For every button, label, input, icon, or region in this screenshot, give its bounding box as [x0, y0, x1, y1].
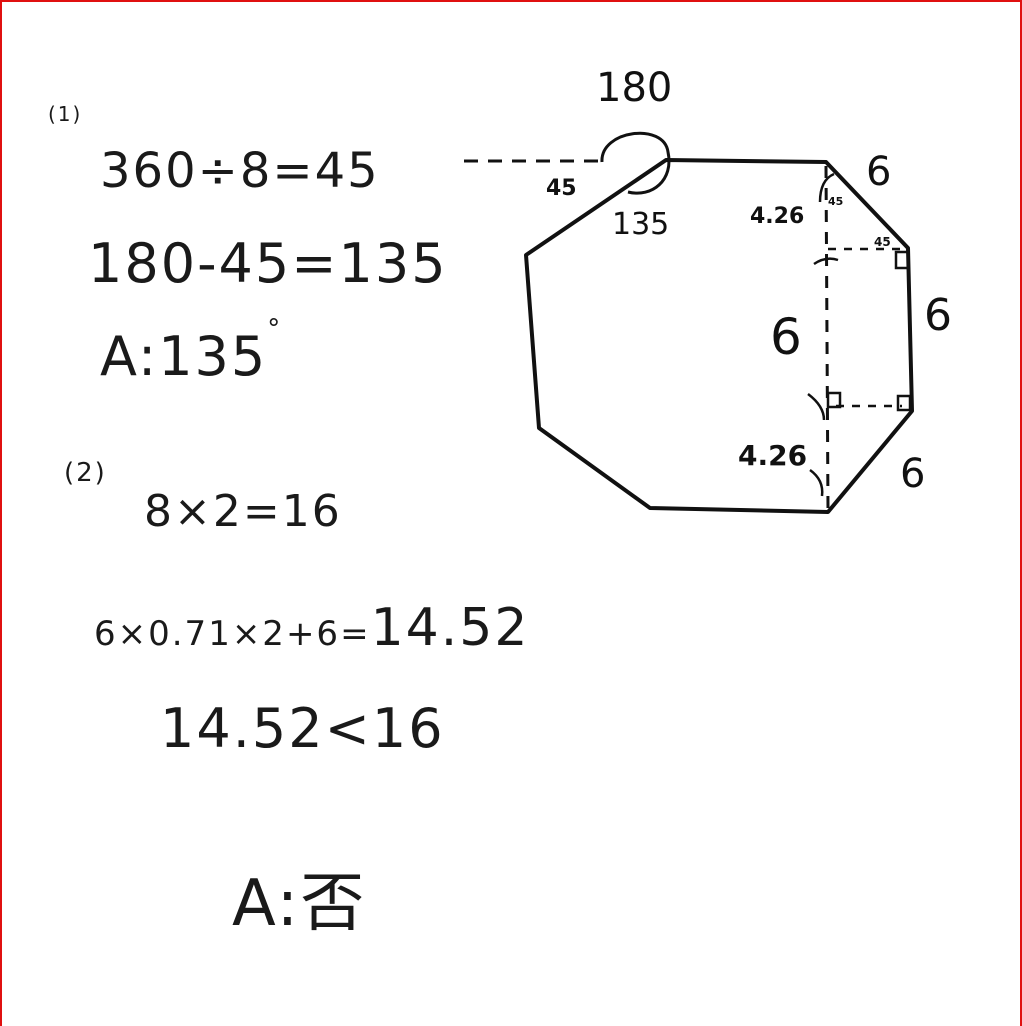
part1-step1: 360÷8=45	[100, 143, 380, 199]
lower-segment-label: 4.26	[738, 439, 808, 472]
part2-label: (2)	[64, 458, 107, 488]
exterior-angle-arc	[600, 131, 671, 195]
side-bottom-right-label: 6	[900, 451, 926, 497]
octagon-outline	[524, 158, 914, 514]
part1-answer-prefix: A:	[100, 325, 159, 388]
part1-step2: 180-45=135	[88, 232, 448, 295]
part2-answer-prefix: A:	[232, 867, 301, 941]
exterior-angle-label: 180	[596, 65, 673, 111]
part2-step1: 8×2=16	[144, 486, 342, 537]
part2-step2: 6×0.71×2+6=14.52	[94, 602, 529, 654]
side-top-right-label: 6	[866, 149, 892, 195]
part2-answer: A:否	[232, 872, 366, 936]
part2-step3: 14.52<16	[160, 697, 445, 760]
upper-segment-label: 4.26	[750, 204, 805, 229]
bottom-curve-arrow	[809, 468, 824, 497]
right-angle-marker-lower-right	[896, 394, 912, 412]
part1-answer-unit: °	[267, 314, 283, 344]
side-right-label: 6	[924, 290, 952, 341]
small-angle-a-label: 45	[828, 195, 844, 208]
small-angle-b-label: 45	[874, 235, 891, 249]
upper-arrow	[813, 257, 839, 266]
angle-45-label: 45	[546, 176, 577, 201]
right-angle-marker-upper	[894, 250, 910, 270]
inner-vertical-label: 6	[770, 308, 802, 366]
part2-answer-value: 否	[300, 867, 367, 941]
right-angle-marker-lower-inner	[826, 391, 842, 409]
part1-answer: A:135°	[100, 316, 282, 384]
top-curve-arrow	[818, 172, 835, 203]
part2-step2-rhs: 14.52	[370, 598, 530, 658]
part1-label: (1)	[48, 102, 83, 126]
inner-vertical-dashed-line	[824, 165, 830, 511]
part2-step2-lhs: 6×0.71×2+6=	[94, 614, 371, 654]
interior-angle-label: 135	[612, 207, 670, 242]
lower-curve-arrow	[807, 393, 826, 421]
part1-answer-value: 135	[158, 325, 268, 388]
